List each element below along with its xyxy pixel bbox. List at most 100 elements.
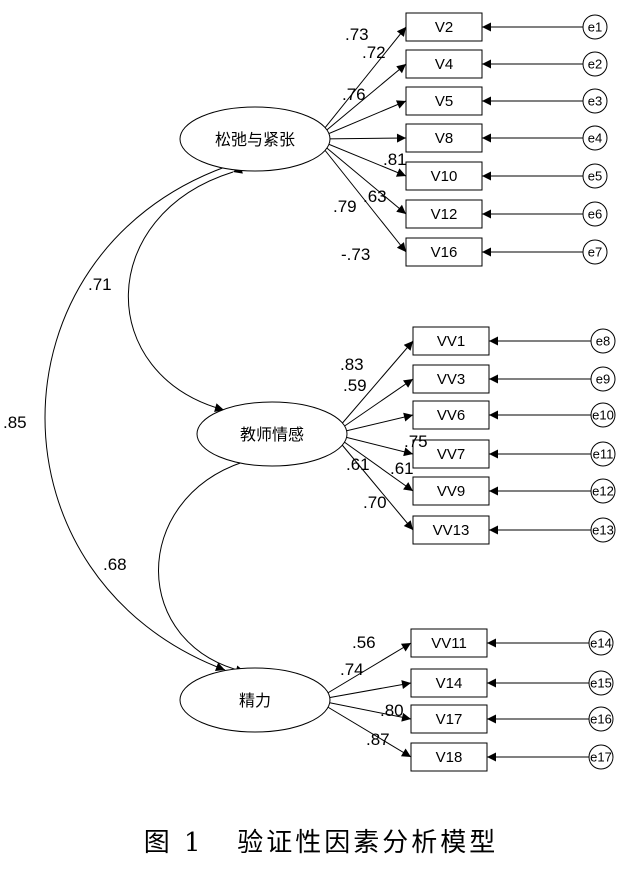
- error-circle-e6: [582, 201, 608, 227]
- indicator-box-vv13: [412, 515, 490, 545]
- error-label-e2: e2: [588, 57, 602, 72]
- loading-value-v4: .72: [362, 43, 386, 62]
- error-label-e5: e5: [588, 169, 602, 184]
- indicator-label-vv3: VV3: [437, 371, 465, 388]
- error-circle-e3: [582, 88, 608, 114]
- indicator-box-v10: [405, 161, 483, 191]
- error-label-e16: e16: [590, 712, 612, 727]
- indicator-box-vv1: [412, 326, 490, 356]
- loading-path-vv13: [332, 433, 414, 531]
- figure-caption: 图 1 验证性因素分析模型: [143, 828, 499, 858]
- indicator-box-v2: [405, 12, 483, 42]
- loading-value-vv1: .83: [340, 355, 364, 374]
- indicator-label-vv11: VV11: [431, 635, 467, 652]
- indicator-box-v14: [410, 668, 488, 698]
- indicator-label-v4: V4: [435, 56, 453, 73]
- loading-path-v2: [315, 26, 407, 140]
- factor-2-name: 教师情感: [240, 425, 304, 444]
- loading-value-v8: .81: [383, 150, 407, 169]
- loading-value-v12: .79: [333, 197, 357, 216]
- indicator-label-vv7: VV7: [437, 446, 465, 463]
- loading-path-v14: [315, 680, 412, 701]
- factor-2-ellipse: [196, 401, 348, 467]
- indicator-box-vv7: [412, 439, 490, 469]
- indicator-label-vv6: VV6: [437, 407, 465, 424]
- loading-value-v18: .87: [366, 730, 390, 749]
- error-circle-e1: [582, 14, 608, 40]
- loading-value-vv9: .61: [346, 455, 370, 474]
- factor-1-name: 松弛与紧张: [215, 130, 295, 149]
- loading-path-v18: [315, 699, 412, 758]
- indicator-box-v8: [405, 123, 483, 153]
- indicator-label-v16: V16: [431, 244, 458, 261]
- indicator-box-v18: [410, 742, 488, 772]
- error-label-e13: e13: [592, 523, 614, 538]
- error-label-e6: e6: [588, 207, 602, 222]
- loading-path-v10: [315, 138, 407, 177]
- indicator-label-v17: V17: [436, 711, 463, 728]
- indicator-box-vv11: [410, 628, 488, 658]
- error-circle-e14: [588, 630, 614, 656]
- error-circle-e8: [590, 328, 616, 354]
- factor-3-name: 精力: [239, 691, 271, 710]
- loading-value-vv7: .61: [390, 459, 414, 478]
- error-circle-e16: [588, 706, 614, 732]
- loading-value-vv6: .75: [404, 432, 428, 451]
- loading-value-v17: .80: [380, 701, 404, 720]
- correlation-value-1: .71: [88, 275, 112, 294]
- loading-value-vv13: .70: [363, 493, 387, 512]
- loading-path-v16: [315, 138, 407, 253]
- indicator-box-vv6: [412, 400, 490, 430]
- indicator-label-v8: V8: [435, 130, 453, 147]
- loading-path-v8: [315, 133, 407, 143]
- indicator-box-v5: [405, 86, 483, 116]
- indicator-label-vv1: VV1: [437, 333, 465, 350]
- indicator-box-v17: [410, 704, 488, 734]
- error-circle-e13: [590, 517, 616, 543]
- error-circle-e10: [590, 402, 616, 428]
- loading-value-v14: .74: [340, 660, 364, 679]
- loading-path-v5: [315, 100, 407, 140]
- loading-value-v2: .73: [345, 25, 369, 44]
- indicator-box-v4: [405, 49, 483, 79]
- error-label-e8: e8: [596, 334, 610, 349]
- factor-1-ellipse: [179, 106, 331, 172]
- loading-path-v12: [315, 138, 407, 215]
- error-circle-e17: [588, 744, 614, 770]
- loading-value-v10: .63: [363, 187, 387, 206]
- error-circle-e7: [582, 239, 608, 265]
- loading-path-v4: [315, 63, 407, 140]
- indicator-label-v2: V2: [435, 19, 453, 36]
- indicator-label-v10: V10: [431, 168, 458, 185]
- loading-path-v17: [315, 699, 412, 722]
- error-label-e10: e10: [592, 408, 614, 423]
- loading-value-v5: .76: [342, 85, 366, 104]
- error-label-e7: e7: [588, 245, 602, 260]
- factor-3-ellipse: [179, 667, 331, 733]
- indicator-label-vv13: VV13: [433, 522, 470, 539]
- indicator-label-v5: V5: [435, 93, 453, 110]
- indicator-label-v18: V18: [436, 749, 463, 766]
- indicator-box-vv9: [412, 476, 490, 506]
- indicator-label-v12: V12: [431, 206, 458, 223]
- correlation-value-2: .68: [103, 555, 127, 574]
- error-circle-e4: [582, 125, 608, 151]
- error-label-e15: e15: [590, 676, 612, 691]
- error-circle-e9: [590, 366, 616, 392]
- indicator-label-vv9: VV9: [437, 483, 465, 500]
- error-label-e11: e11: [593, 447, 614, 462]
- error-circle-e11: [590, 441, 616, 467]
- error-label-e14: e14: [590, 636, 612, 651]
- loading-path-vv11: [315, 642, 412, 701]
- indicator-box-vv3: [412, 364, 490, 394]
- indicator-box-v16: [405, 237, 483, 267]
- loading-value-v16: -.73: [341, 245, 370, 264]
- error-circle-e12: [590, 478, 616, 504]
- loading-path-vv3: [332, 378, 414, 435]
- error-label-e12: e12: [592, 484, 614, 499]
- indicator-label-v14: V14: [436, 675, 463, 692]
- error-label-e9: e9: [596, 372, 610, 387]
- error-label-e3: e3: [588, 94, 602, 109]
- correlation-arc-3: [44, 159, 236, 672]
